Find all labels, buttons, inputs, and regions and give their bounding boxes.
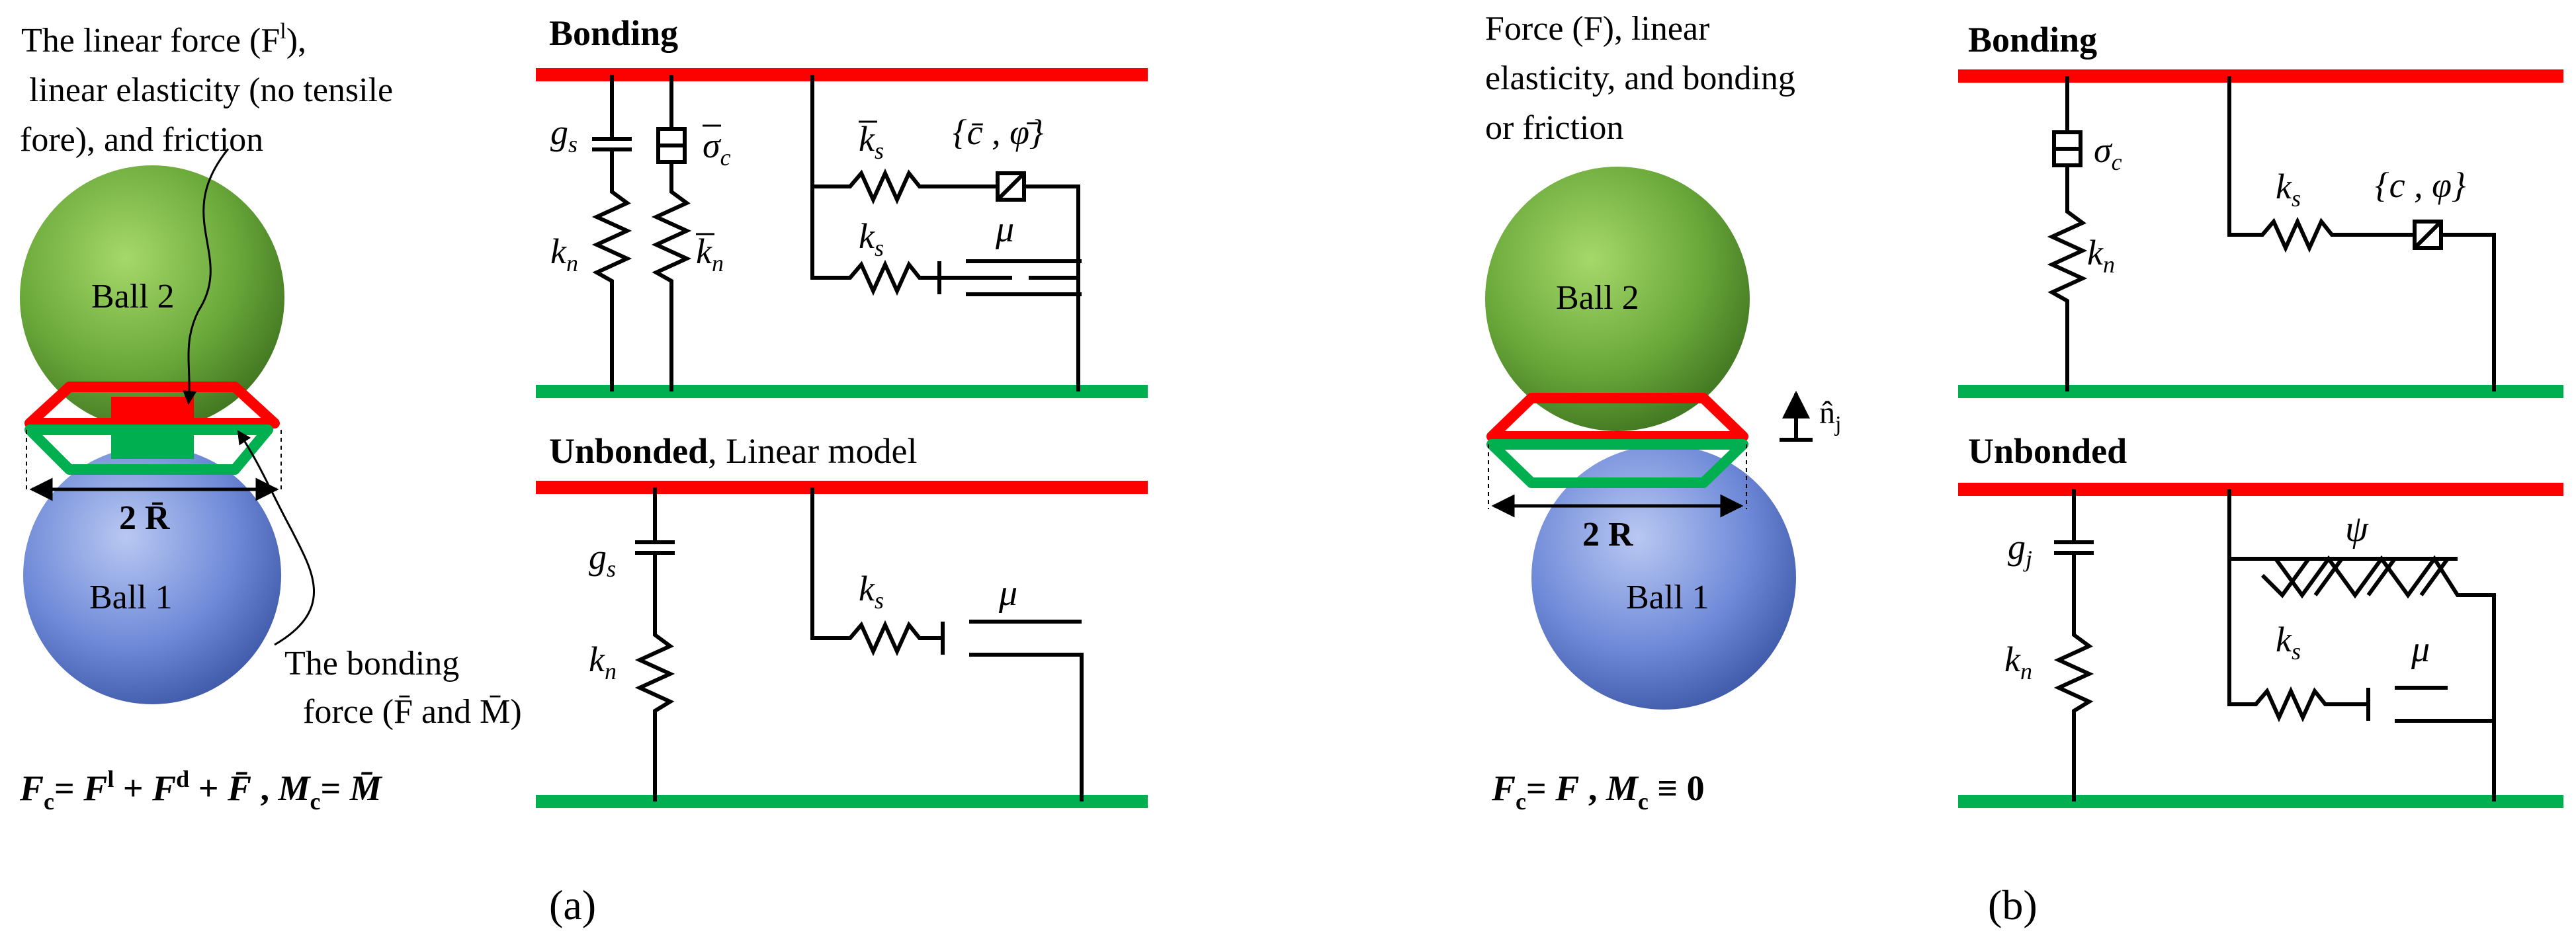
green-wall-b-bottom (1958, 795, 2563, 808)
ball-2-sphere (20, 165, 284, 430)
panel-a-unbonded-schematic: Unbonded, Linear model (536, 431, 1148, 808)
red-wall-a-top (536, 68, 1148, 81)
mu-label-b: μ (2411, 629, 2430, 670)
panel-b-bonding-schematic: Bonding (1958, 20, 2563, 398)
green-wall-b-top (1958, 385, 2563, 398)
panel-b-unbonded-labels: gj kn ψ ks μ (2004, 509, 2430, 684)
kn-bar-label: kn (696, 231, 724, 276)
ball-1-label-b: Ball 1 (1626, 579, 1709, 616)
kn-label-a-bottom: kn (589, 639, 617, 684)
red-bond-block (111, 397, 194, 425)
sigma-c-label-b: σc (2094, 130, 2122, 175)
panel-b-text: Force (F), linear elasticity, and bondin… (1485, 10, 2038, 928)
gs-label-a-bottom: gs (589, 537, 616, 582)
mu-label-a-top: μ (995, 209, 1014, 250)
green-wall-a-top (536, 385, 1148, 398)
leader-top (183, 148, 230, 405)
kn-label-a-top: kn (550, 231, 578, 276)
panel-a-bonding-labels: gs kn σc kn ks {c̄ , φ̄} ks μ (550, 112, 1044, 276)
bonding-title-a: Bonding (549, 13, 678, 53)
gj-label-b: gj (2008, 527, 2032, 572)
green-bond-trapezoid (24, 425, 273, 475)
kn-label-b-top: kn (2087, 233, 2115, 278)
ball-1-label: Ball 1 (89, 579, 173, 616)
unbonded-title-a: Unbonded, Linear model (549, 431, 918, 471)
diameter-label-b: 2 R (1582, 516, 1634, 554)
panel-a-unbonded-labels: gs kn ks μ (589, 537, 1017, 684)
green-bond-block (111, 431, 194, 459)
annotation-bottom-line-1: The bonding (284, 645, 459, 682)
ball-2-label: Ball 2 (91, 278, 175, 315)
mu-label-a-bottom: μ (998, 573, 1017, 614)
ks-label-a-bottom: ks (859, 569, 884, 614)
panel-a-bonding-schematic: Bonding (536, 13, 1148, 398)
equation-b: Fc= F , Mc ≡ 0 (1491, 768, 1705, 815)
bonding-title-b: Bonding (1968, 20, 2097, 60)
annotation-b-line-1: Force (F), linear (1485, 10, 1709, 48)
annotation-a-line-1: The linear force (Fl), (21, 19, 306, 60)
green-contact-triangle (1486, 439, 1748, 488)
red-contact-triangle (1486, 393, 1748, 442)
red-wall-a-bottom (536, 481, 1148, 494)
cphi-bar-label: {c̄ , φ̄} (953, 112, 1044, 152)
sigma-c-bar-label: σc (703, 126, 731, 171)
ball-2-sphere-b (1485, 167, 1750, 431)
psi-label: ψ (2345, 509, 2369, 550)
kn-label-b-bottom: kn (2004, 639, 2032, 684)
equation-a: Fc= Fl + Fd + F̄ , Mc= M̄ (19, 766, 383, 815)
red-wall-b-bottom (1958, 483, 2563, 496)
cphi-label-b: {c , φ} (2375, 165, 2466, 205)
annotation-b-line-3: or friction (1485, 109, 1623, 147)
ks-label-a-top: ks (859, 216, 884, 261)
ks-bar-label: ks (859, 119, 884, 164)
annotation-bottom-line-2: force (F̄ and M̄) (303, 693, 522, 731)
ball-2-label-b: Ball 2 (1556, 279, 1639, 317)
caption-a: (a) (549, 882, 596, 928)
normal-label: n̂j (1819, 395, 1841, 436)
ks-label-b-bottom: ks (2276, 620, 2301, 665)
annotation-b-line-2: elasticity, and bonding (1485, 60, 1795, 97)
panel-b-bonding-labels: σc kn ks {c , φ} (2087, 130, 2466, 278)
diameter-label: 2 R̄ (119, 499, 171, 537)
panel-a-balls (20, 148, 315, 704)
panel-b-unbonded-schematic: Unbonded (1958, 431, 2563, 808)
green-wall-a-bottom (536, 795, 1148, 808)
panel-b-balls (1485, 167, 1813, 710)
ball-1-sphere (23, 446, 281, 704)
caption-b: (b) (1988, 882, 2038, 928)
panel-a-text: The linear force (Fl), linear elasticity… (19, 19, 596, 928)
gs-label-a-top: gs (550, 112, 578, 157)
red-wall-b-top (1958, 69, 2563, 83)
leader-bottom (237, 430, 315, 646)
annotation-a-line-3: fore), and friction (20, 121, 263, 159)
ks-label-b-top: ks (2276, 167, 2301, 212)
annotation-a-line-2: linear elasticity (no tensile (29, 71, 393, 109)
unbonded-title-b: Unbonded (1968, 431, 2127, 471)
